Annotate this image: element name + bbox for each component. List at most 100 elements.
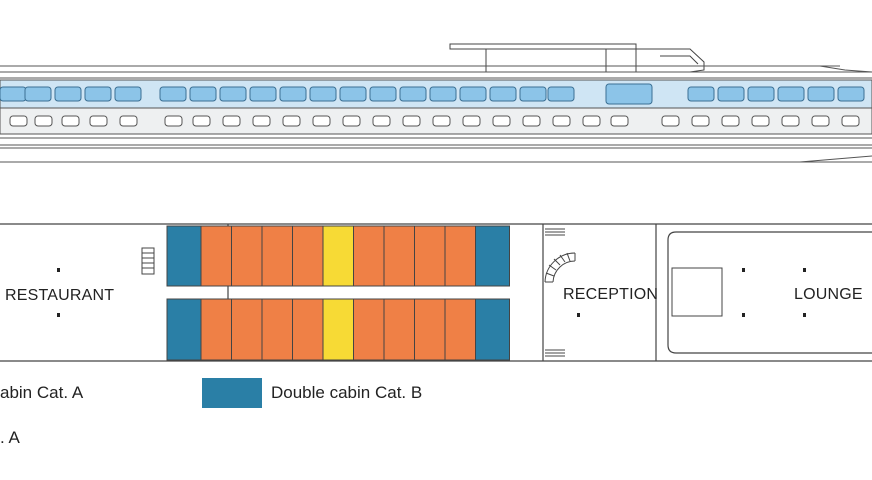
spiral-staircase: [544, 252, 576, 283]
cabin-cat-a: [444, 225, 476, 287]
porthole-window: [661, 115, 680, 127]
porthole-window: [582, 115, 601, 127]
hull-outline: [0, 65, 872, 79]
cabin-highlighted: [322, 225, 354, 287]
porthole-window: [61, 115, 80, 127]
upper-window: [747, 86, 775, 102]
porthole-window: [402, 115, 421, 127]
cabin-cat-a: [383, 225, 415, 287]
sun-deck-canopy: [449, 43, 705, 73]
upper-window: [159, 86, 187, 102]
upper-window: [54, 86, 82, 102]
cabin-highlighted: [322, 298, 354, 361]
porthole-window: [252, 115, 271, 127]
porthole-window: [342, 115, 361, 127]
porthole-window: [9, 115, 28, 127]
porthole-window: [222, 115, 241, 127]
cabin-cat-a: [231, 298, 263, 361]
porthole-window: [462, 115, 481, 127]
label-restaurant: RESTAURANT: [5, 287, 115, 304]
cabin-cat-a: [444, 298, 476, 361]
cabin-cat-a: [200, 225, 232, 287]
upper-window: [717, 86, 745, 102]
upper-window: [339, 86, 367, 102]
label-reception: RECEPTION: [563, 286, 659, 303]
upper-window: [279, 86, 307, 102]
cabin-cat-a: [353, 225, 385, 287]
porthole-window: [432, 115, 451, 127]
label-lounge: LOUNGE: [794, 286, 863, 303]
column-dots: [57, 268, 806, 317]
reception-desk: [671, 267, 723, 317]
deck-plan: [0, 223, 872, 362]
upper-window: [547, 86, 575, 102]
porthole-window: [282, 115, 301, 127]
porthole-window: [34, 115, 53, 127]
cabin-cat-b: [475, 298, 510, 361]
upper-window: [807, 86, 835, 102]
cabin-cat-a: [414, 298, 446, 361]
porthole-window: [610, 115, 629, 127]
porthole-window: [751, 115, 770, 127]
cabin-cat-a: [292, 298, 324, 361]
upper-window: [369, 86, 397, 102]
porthole-window: [164, 115, 183, 127]
upper-window: [219, 86, 247, 102]
stairs-top: [545, 228, 565, 236]
upper-window: [519, 86, 547, 102]
porthole-window: [492, 115, 511, 127]
legend-item-c-label: . A: [0, 428, 20, 447]
panorama-window: [605, 83, 653, 105]
ship-side-view: [0, 43, 872, 163]
upper-window: [489, 86, 517, 102]
porthole-window: [522, 115, 541, 127]
porthole-window: [119, 115, 138, 127]
porthole-window: [552, 115, 571, 127]
legend-cat-a-label: abin Cat. A: [0, 383, 84, 402]
porthole-window: [372, 115, 391, 127]
deck-outline: [0, 223, 872, 362]
hull-lines: [0, 133, 872, 163]
upper-window: [189, 86, 217, 102]
upper-window: [114, 86, 142, 102]
porthole-window: [811, 115, 830, 127]
porthole-window: [312, 115, 331, 127]
cabin-cat-b: [166, 298, 202, 361]
porthole-window: [192, 115, 211, 127]
legend-cat-b-swatch: [202, 378, 262, 408]
upper-window: [309, 86, 337, 102]
upper-window: [429, 86, 457, 102]
cabin-row-top: [166, 225, 510, 287]
cabin-cat-a: [261, 225, 293, 287]
stairs-bottom: [545, 349, 565, 357]
upper-window: [399, 86, 427, 102]
upper-deck-windows: [0, 83, 865, 105]
cabin-cat-a: [261, 298, 293, 361]
upper-window: [777, 86, 805, 102]
cabin-cat-a: [231, 225, 263, 287]
upper-window: [249, 86, 277, 102]
lower-deck-windows: [9, 115, 860, 127]
cabin-cat-a: [200, 298, 232, 361]
cabin-cat-b: [475, 225, 510, 287]
porthole-window: [841, 115, 860, 127]
upper-window: [837, 86, 865, 102]
cabin-cat-a: [414, 225, 446, 287]
porthole-window: [691, 115, 710, 127]
upper-window: [687, 86, 715, 102]
legend-cat-b-label: Double cabin Cat. B: [271, 383, 423, 402]
porthole-window: [721, 115, 740, 127]
porthole-window: [89, 115, 108, 127]
upper-window: [0, 86, 27, 102]
cabin-cat-a: [383, 298, 415, 361]
cabin-cat-a: [292, 225, 324, 287]
upper-window: [84, 86, 112, 102]
upper-window: [459, 86, 487, 102]
cabin-cat-b: [166, 225, 202, 287]
cabin-cat-a: [353, 298, 385, 361]
upper-window: [24, 86, 52, 102]
cabin-row-bottom: [166, 298, 510, 361]
porthole-window: [781, 115, 800, 127]
stairs-restaurant: [141, 247, 155, 275]
